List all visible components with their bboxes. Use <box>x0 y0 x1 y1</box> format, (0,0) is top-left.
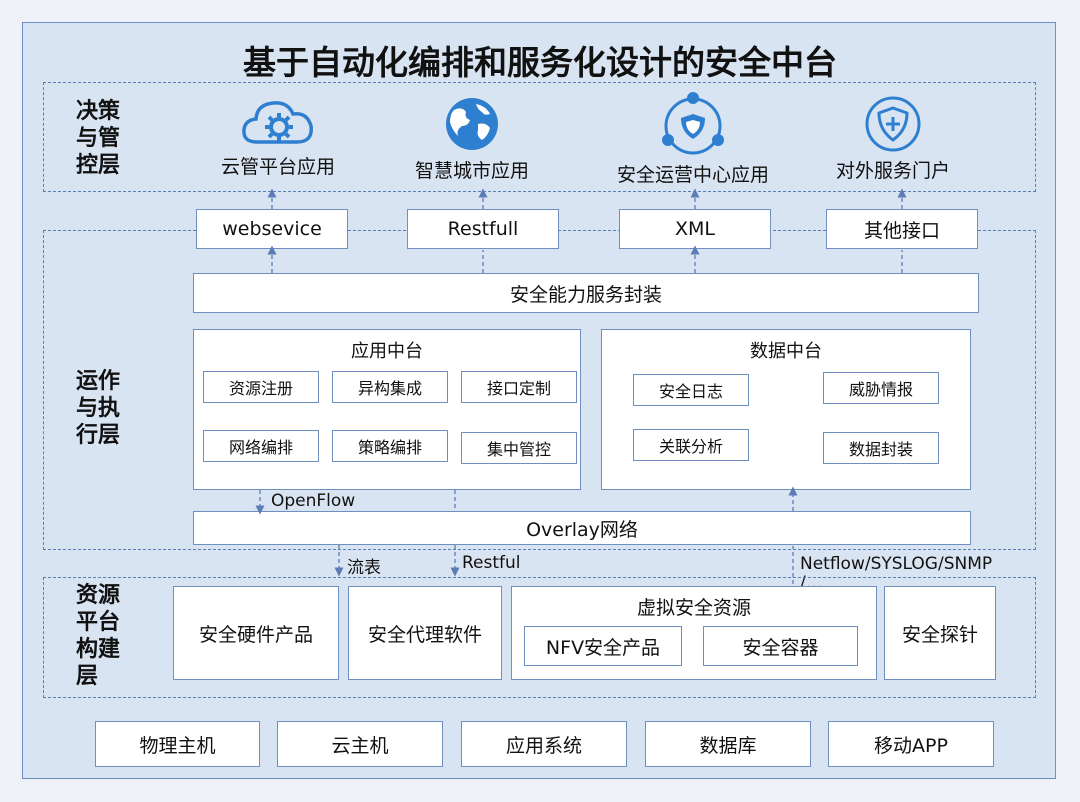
interface-other[interactable]: 其他接口 <box>826 209 978 249</box>
app-label: 对外服务门户 <box>835 160 950 182</box>
virtual-resource-item[interactable]: NFV安全产品 <box>524 626 682 666</box>
app-platform-item[interactable]: 策略编排 <box>332 430 448 462</box>
data-platform-title: 数据中台 <box>750 341 822 362</box>
service-wrapper[interactable]: 安全能力服务封装 <box>193 273 979 313</box>
interface-restfull[interactable]: Restfull <box>407 209 559 249</box>
security-hardware[interactable]: 安全硬件产品 <box>173 586 339 680</box>
infra-item[interactable]: 应用系统 <box>461 721 627 767</box>
app-label: 云管平台应用 <box>220 156 335 178</box>
shield-network-icon <box>662 92 724 155</box>
app-soc[interactable]: 安全运营中心应用 <box>598 90 788 187</box>
infra-item[interactable]: 数据库 <box>645 721 811 767</box>
app-platform-item[interactable]: 异构集成 <box>332 371 448 403</box>
interface-xml[interactable]: XML <box>619 209 771 249</box>
app-platform-item[interactable]: 接口定制 <box>461 371 577 403</box>
app-external-portal[interactable]: 对外服务门户 <box>818 96 968 183</box>
execution-layer-label: 运作 与执 行层 <box>76 369 121 448</box>
app-platform-item[interactable]: 资源注册 <box>203 371 319 403</box>
app-label: 安全运营中心应用 <box>616 164 769 186</box>
shield-plus-icon <box>865 96 921 152</box>
security-agent[interactable]: 安全代理软件 <box>348 586 502 680</box>
data-platform-item[interactable]: 安全日志 <box>633 374 749 406</box>
decision-layer <box>43 82 1036 192</box>
app-platform-item[interactable]: 网络编排 <box>203 430 319 462</box>
overlay-network[interactable]: Overlay网络 <box>193 511 971 545</box>
data-platform-item[interactable]: 威胁情报 <box>823 372 939 404</box>
app-platform-title: 应用中台 <box>351 341 423 362</box>
virtual-resource-item[interactable]: 安全容器 <box>703 626 858 666</box>
data-platform-item[interactable]: 关联分析 <box>633 429 749 461</box>
diagram-title: 基于自动化编排和服务化设计的安全中台 <box>243 43 837 82</box>
decision-layer-label: 决策 与管 控层 <box>76 99 121 178</box>
security-probe[interactable]: 安全探针 <box>884 586 996 680</box>
resource-layer <box>43 577 1036 698</box>
data-platform-item[interactable]: 数据封装 <box>823 432 939 464</box>
app-cloud-management[interactable]: 云管平台应用 <box>198 96 358 179</box>
flow-table-label: 流表 <box>347 558 381 578</box>
app-label: 智慧城市应用 <box>414 160 529 182</box>
restful-label: Restful <box>462 553 521 573</box>
app-platform-item[interactable]: 集中管控 <box>461 432 577 464</box>
infra-item[interactable]: 移动APP <box>828 721 994 767</box>
resource-layer-label: 资源 平台 构建 层 <box>76 583 121 689</box>
infra-item[interactable]: 云主机 <box>277 721 443 767</box>
cloud-gear-icon <box>242 101 313 144</box>
openflow-label: OpenFlow <box>271 491 356 511</box>
globe-icon <box>446 98 498 150</box>
virtual-resources-title: 虚拟安全资源 <box>636 597 751 619</box>
app-smart-city[interactable]: 智慧城市应用 <box>392 96 552 183</box>
infra-item[interactable]: 物理主机 <box>95 721 260 767</box>
